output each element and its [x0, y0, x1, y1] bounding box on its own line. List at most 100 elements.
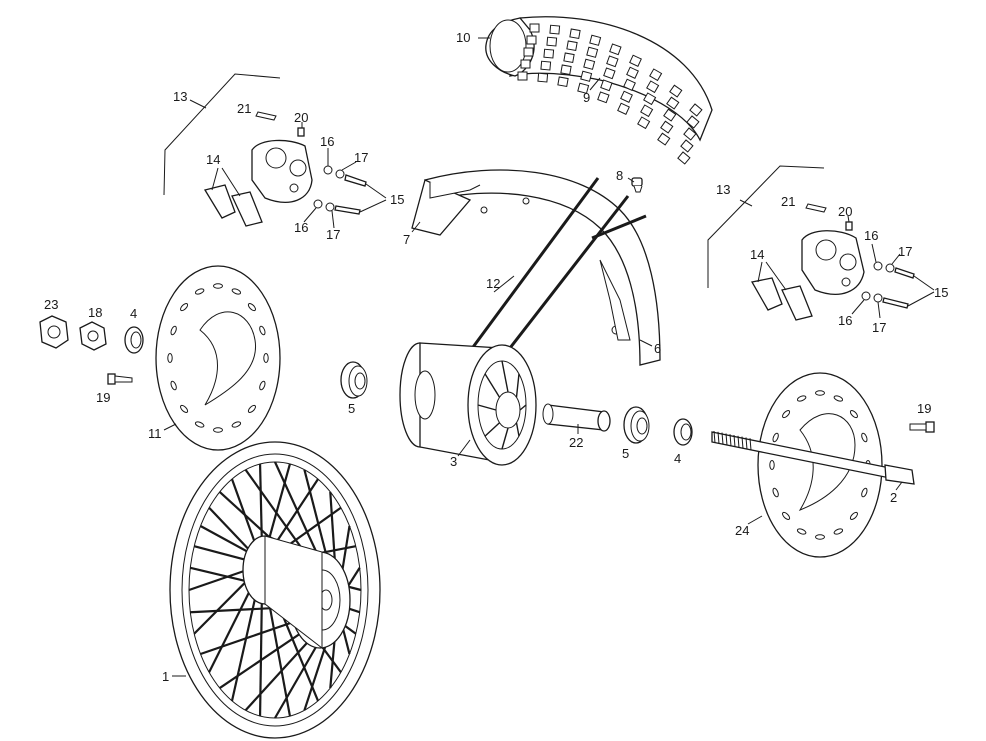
- disc-hole: [833, 528, 844, 535]
- callout-16-right-bottom: 16: [838, 313, 852, 328]
- tread-block: [657, 132, 671, 146]
- tread-block: [520, 59, 531, 69]
- screw-20-left: [297, 127, 305, 137]
- tread-block: [629, 54, 642, 67]
- callout-8: 8: [616, 168, 623, 183]
- wheel-spoke: [193, 545, 249, 562]
- callout-21-right: 21: [781, 194, 795, 209]
- disc-hole: [849, 511, 858, 520]
- axle-part: [711, 430, 915, 485]
- tread-block: [669, 84, 683, 98]
- callout-13-left: 13: [173, 89, 187, 104]
- spacer-22: [542, 403, 611, 432]
- tread-block: [543, 48, 555, 59]
- disc-hole: [194, 288, 205, 295]
- tread-block: [623, 78, 636, 91]
- washers-right: [861, 261, 915, 309]
- leader-lines: [163, 73, 935, 677]
- brake-pads-right: [750, 277, 813, 321]
- disc-hole: [815, 534, 825, 540]
- tread-block: [643, 92, 657, 106]
- fender-part: [411, 169, 661, 366]
- wheel-spoke: [329, 491, 337, 570]
- tread-block: [517, 71, 528, 81]
- wheel-spoke: [230, 594, 258, 702]
- tread-block: [663, 108, 677, 122]
- tread-block: [537, 72, 549, 83]
- tread-block: [569, 28, 581, 40]
- callout-9: 9: [583, 90, 590, 105]
- callout-6: 6: [654, 341, 661, 356]
- disc-hole: [772, 432, 779, 443]
- tread-block: [603, 67, 616, 80]
- tread-block: [620, 90, 633, 103]
- axle-thread-line: [721, 432, 724, 445]
- seal-4-left: [124, 326, 144, 354]
- tread-block: [529, 23, 540, 33]
- callout-17-right-bottom: 17: [872, 320, 886, 335]
- disc-hole: [861, 432, 868, 443]
- callout-18: 18: [88, 305, 102, 320]
- disc-hole: [180, 303, 189, 312]
- wheel-spoke: [193, 578, 249, 635]
- callout-23: 23: [44, 297, 58, 312]
- disc-hole: [247, 303, 256, 312]
- axle-thread-line: [737, 435, 740, 448]
- tread-block: [563, 52, 575, 64]
- tread-block: [523, 47, 534, 57]
- tread-block: [680, 139, 694, 153]
- wheel-spoke: [244, 636, 313, 712]
- disc-hole: [772, 487, 779, 498]
- tread-block: [689, 103, 703, 117]
- wheel-spoke: [258, 463, 263, 543]
- tread-block: [660, 120, 674, 134]
- disc-hole: [815, 390, 825, 396]
- nut-18: [79, 321, 107, 351]
- callout-10: 10: [456, 30, 470, 45]
- callout-labels: 10 9 13 21 20 16 17 14 15 16 17 8 7 12 6…: [44, 30, 948, 684]
- bolt-19-left: [107, 373, 133, 385]
- callout-4-left: 4: [130, 306, 137, 321]
- fork-rods: [460, 177, 647, 367]
- pin-21-right: [805, 203, 827, 213]
- tread-block: [549, 24, 561, 35]
- tread-block: [546, 36, 558, 47]
- tread-block: [646, 80, 660, 94]
- axle-thread-line: [717, 431, 720, 444]
- tread-block: [677, 151, 691, 165]
- tread-block: [589, 34, 602, 46]
- tread-block: [526, 35, 537, 45]
- hub-vane: [515, 373, 520, 398]
- callout-19-right: 19: [917, 401, 931, 416]
- wheel-spoke: [303, 637, 330, 711]
- axle-thread-line: [749, 438, 752, 451]
- hub-vane: [477, 404, 497, 411]
- wheel-spoke: [208, 587, 253, 673]
- tread-block: [600, 79, 613, 92]
- callout-16-left-bottom: 16: [294, 220, 308, 235]
- tread-block: [577, 82, 590, 94]
- disc-hole: [167, 353, 173, 363]
- wheel-spoke: [303, 469, 330, 563]
- axle-thread-line: [729, 434, 732, 447]
- wheel-spoke: [208, 506, 253, 553]
- tread-block: [683, 127, 697, 141]
- wheel-spoke: [258, 597, 263, 717]
- wheel-spoke: [188, 568, 248, 592]
- tread-block: [637, 116, 651, 130]
- tread-block: [580, 70, 593, 82]
- wheel-spoke: [230, 478, 258, 547]
- wheel-spoke: [267, 463, 291, 543]
- hub-vane: [515, 422, 520, 437]
- hub-vane: [484, 422, 500, 437]
- axle-thread-line: [725, 433, 728, 446]
- axle-thread-line: [741, 436, 744, 449]
- disc-hole: [194, 421, 205, 428]
- disc-hole: [213, 283, 223, 289]
- tread-block: [540, 60, 552, 71]
- wheel-spoke: [200, 618, 300, 656]
- disc-hole: [769, 460, 775, 470]
- callout-15-right: 15: [934, 285, 948, 300]
